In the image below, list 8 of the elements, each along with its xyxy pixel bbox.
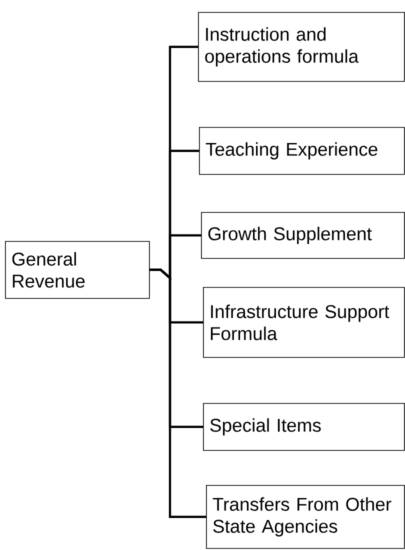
category-box: Instruction and operations formula [198, 12, 405, 82]
category-box: Special Items [203, 403, 405, 451]
source-box: General Revenue [5, 241, 150, 299]
category-box: Teaching Experience [199, 127, 405, 175]
connector-line [150, 268, 206, 518]
category-box: Growth Supplement [201, 212, 405, 259]
category-box: Transfers From Other State Agencies [206, 485, 405, 549]
category-box: Infrastructure Support Formula [203, 287, 405, 358]
